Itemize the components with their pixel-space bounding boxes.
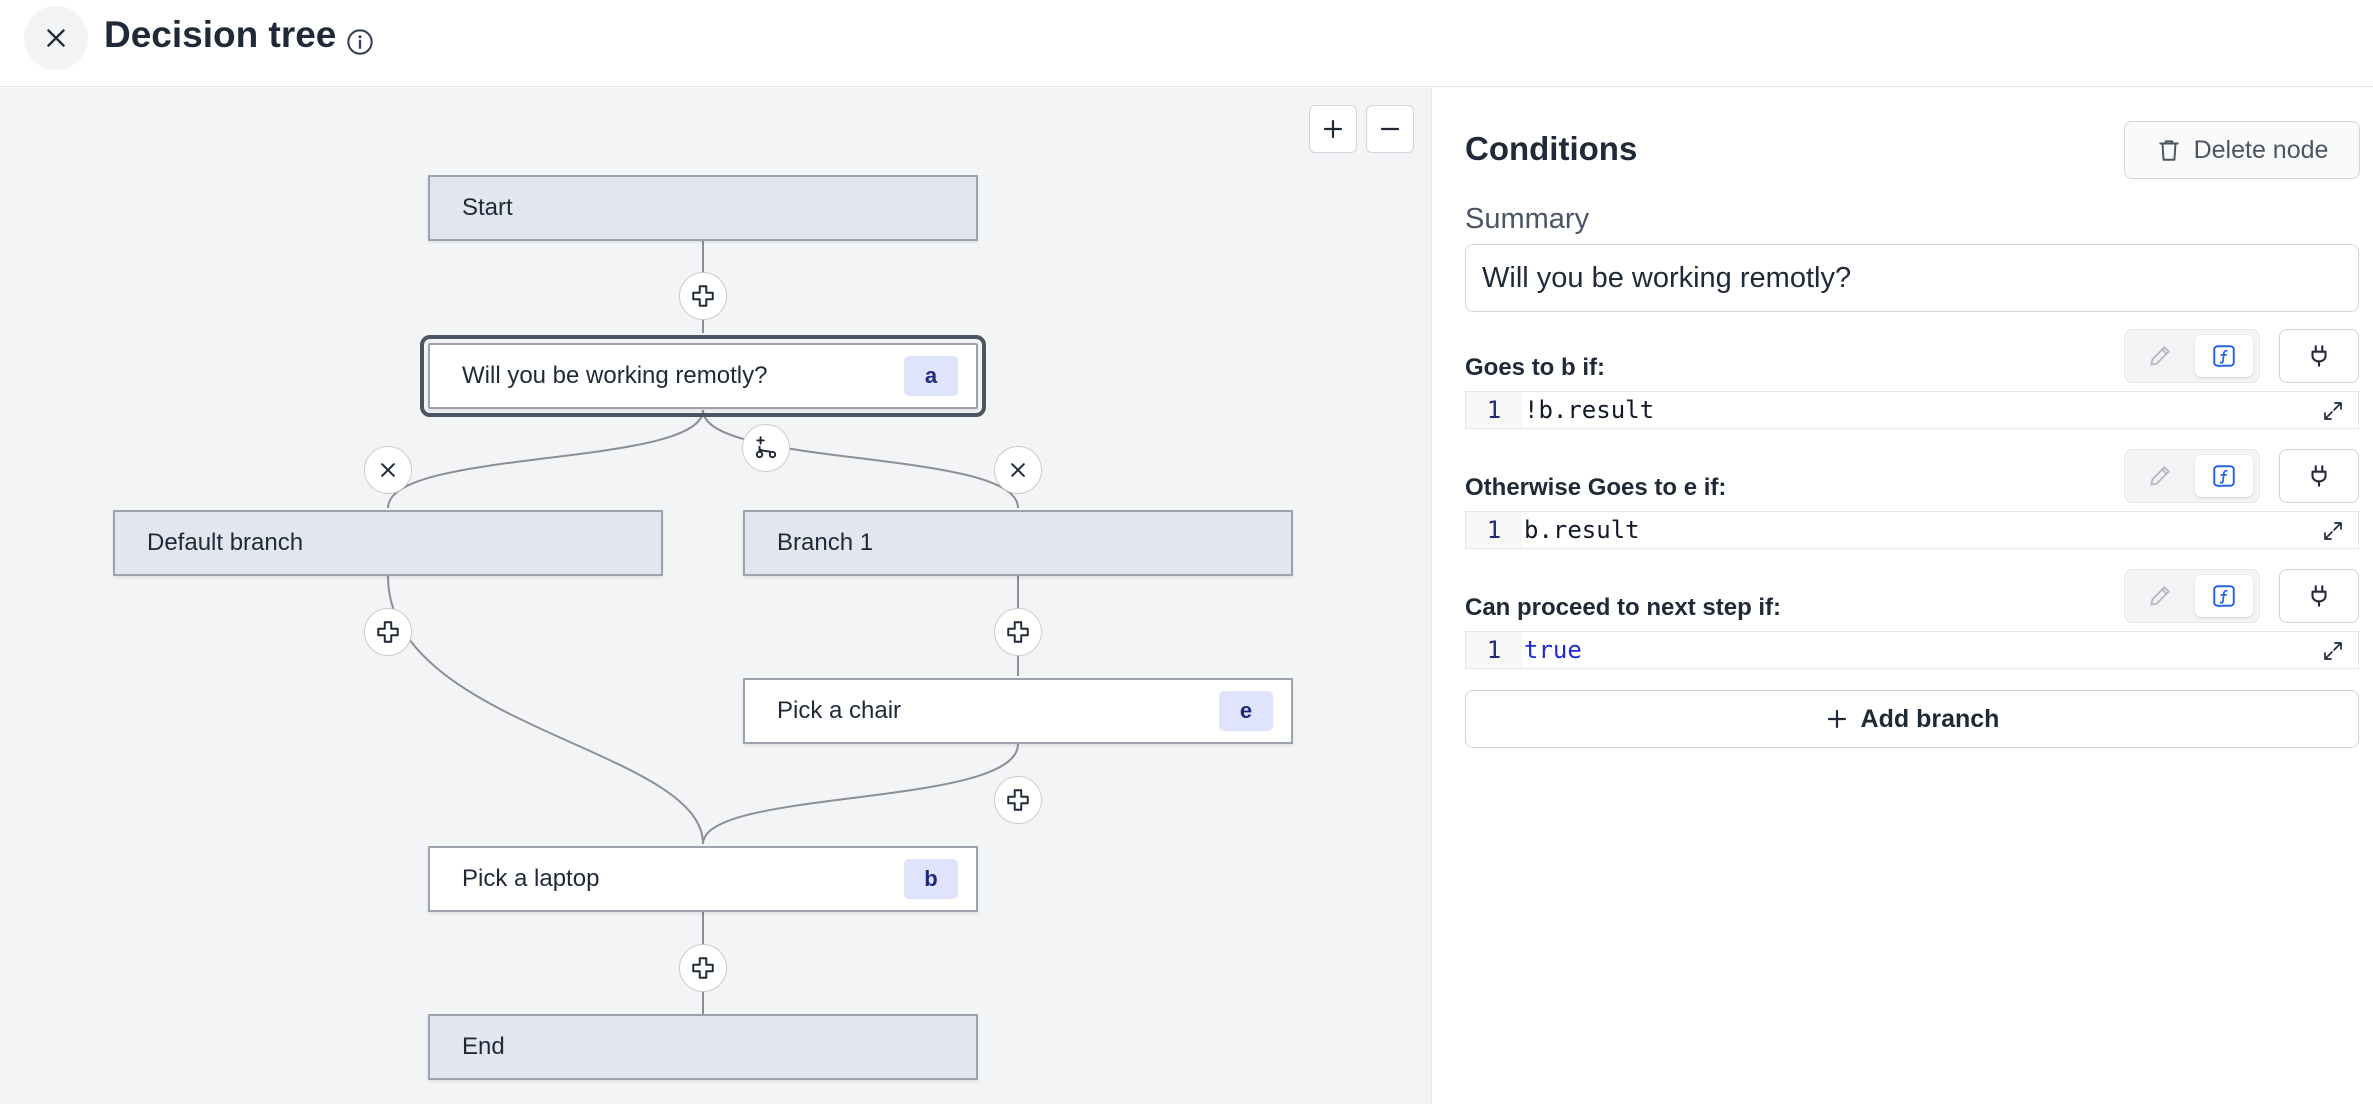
code-text: !b.result xyxy=(1524,396,1655,424)
add-step-icon xyxy=(1007,621,1029,643)
close-button[interactable] xyxy=(24,6,88,70)
plug-icon xyxy=(2311,585,2327,607)
code-editor[interactable]: 1 true xyxy=(1465,631,2359,669)
pencil-icon xyxy=(2150,346,2170,366)
delete-node-label: Delete node xyxy=(2193,135,2329,164)
node-label: Branch 1 xyxy=(777,529,874,556)
close-icon xyxy=(1011,463,1025,477)
expand-icon xyxy=(2324,522,2342,540)
node-label: Default branch xyxy=(147,529,304,556)
add-step-button[interactable] xyxy=(679,944,727,992)
node-label: End xyxy=(462,1033,505,1060)
summary-label: Summary xyxy=(1465,203,1590,235)
summary-input[interactable] xyxy=(1465,244,2359,312)
pencil-icon xyxy=(2150,586,2170,606)
condition-label: Otherwise Goes to e if: xyxy=(1465,474,1727,501)
expand-icon xyxy=(2324,402,2342,420)
connect-button[interactable] xyxy=(2279,329,2359,383)
node-pick-laptop[interactable]: Pick a laptop b xyxy=(428,846,978,912)
code-editor[interactable]: 1 !b.result xyxy=(1465,391,2359,429)
close-icon xyxy=(381,463,395,477)
line-number: 1 xyxy=(1466,512,1522,548)
add-step-icon xyxy=(692,285,714,307)
node-label: Pick a chair xyxy=(777,697,902,724)
add-step-button[interactable] xyxy=(679,272,727,320)
node-label: Start xyxy=(462,194,513,221)
add-branch-button[interactable]: Add branch xyxy=(1465,690,2359,748)
node-label: Will you be working remotly? xyxy=(462,362,768,389)
function-icon xyxy=(2213,345,2235,367)
pencil-mode-button[interactable] xyxy=(2131,575,2189,617)
node-badge: a xyxy=(904,356,958,396)
pencil-mode-button[interactable] xyxy=(2131,455,2189,497)
node-pick-chair[interactable]: Pick a chair e xyxy=(743,678,1293,744)
expand-icon xyxy=(2324,642,2342,660)
node-badge: b xyxy=(904,859,958,899)
trash-icon xyxy=(2158,140,2179,161)
pencil-mode-button[interactable] xyxy=(2131,335,2189,377)
code-text: b.result xyxy=(1524,516,1640,544)
line-number: 1 xyxy=(1466,392,1522,428)
node-label: Pick a laptop xyxy=(462,865,600,892)
add-step-icon xyxy=(1007,789,1029,811)
node-default-branch[interactable]: Default branch xyxy=(113,510,663,576)
function-mode-button[interactable] xyxy=(2195,455,2253,497)
panel-title: Conditions xyxy=(1465,130,1638,167)
condition-label: Can proceed to next step if: xyxy=(1465,594,1782,621)
plus-icon xyxy=(1827,709,1846,729)
page-title: Decision tree xyxy=(104,14,337,55)
close-icon xyxy=(47,29,65,47)
info-icon[interactable] xyxy=(346,28,374,56)
add-step-button[interactable] xyxy=(994,608,1042,656)
condition-label: Goes to b if: xyxy=(1465,354,1605,381)
function-mode-button[interactable] xyxy=(2195,575,2253,617)
line-number: 1 xyxy=(1466,632,1522,668)
add-branch-label: Add branch xyxy=(1860,704,2000,733)
connect-button[interactable] xyxy=(2279,449,2359,503)
editor-mode-toggle xyxy=(2124,329,2260,383)
conditions-panel: Conditions Delete node Summary Goes to b… xyxy=(1433,88,2373,1104)
delete-branch-button[interactable] xyxy=(994,446,1042,494)
function-mode-button[interactable] xyxy=(2195,335,2253,377)
add-branch-node-button[interactable] xyxy=(742,424,790,472)
node-branch-1[interactable]: Branch 1 xyxy=(743,510,1293,576)
minus-icon xyxy=(1380,127,1400,131)
function-icon xyxy=(2213,465,2235,487)
expand-editor-button[interactable] xyxy=(2318,516,2348,546)
plug-icon xyxy=(2311,345,2327,367)
add-step-button[interactable] xyxy=(364,608,412,656)
add-step-icon xyxy=(377,621,399,643)
connect-button[interactable] xyxy=(2279,569,2359,623)
zoom-out-button[interactable] xyxy=(1366,105,1414,153)
function-icon xyxy=(2213,585,2235,607)
pencil-icon xyxy=(2150,466,2170,486)
delete-branch-button[interactable] xyxy=(364,446,412,494)
flow-canvas[interactable]: Start Will you be working remotly? a Def… xyxy=(0,88,1432,1104)
code-editor[interactable]: 1 b.result xyxy=(1465,511,2359,549)
header: Decision tree xyxy=(0,0,2373,87)
expand-editor-button[interactable] xyxy=(2318,636,2348,666)
add-step-icon xyxy=(692,957,714,979)
delete-node-button[interactable]: Delete node xyxy=(2124,121,2360,179)
node-start[interactable]: Start xyxy=(428,175,978,241)
add-step-button[interactable] xyxy=(994,776,1042,824)
node-badge: e xyxy=(1219,691,1273,731)
zoom-in-button[interactable] xyxy=(1309,105,1357,153)
branch-add-icon xyxy=(755,436,777,459)
expand-editor-button[interactable] xyxy=(2318,396,2348,426)
node-end[interactable]: End xyxy=(428,1014,978,1080)
node-question[interactable]: Will you be working remotly? a xyxy=(420,335,986,417)
plus-icon xyxy=(1323,119,1343,139)
code-text: true xyxy=(1524,636,1582,664)
editor-mode-toggle xyxy=(2124,569,2260,623)
editor-mode-toggle xyxy=(2124,449,2260,503)
plug-icon xyxy=(2311,465,2327,487)
